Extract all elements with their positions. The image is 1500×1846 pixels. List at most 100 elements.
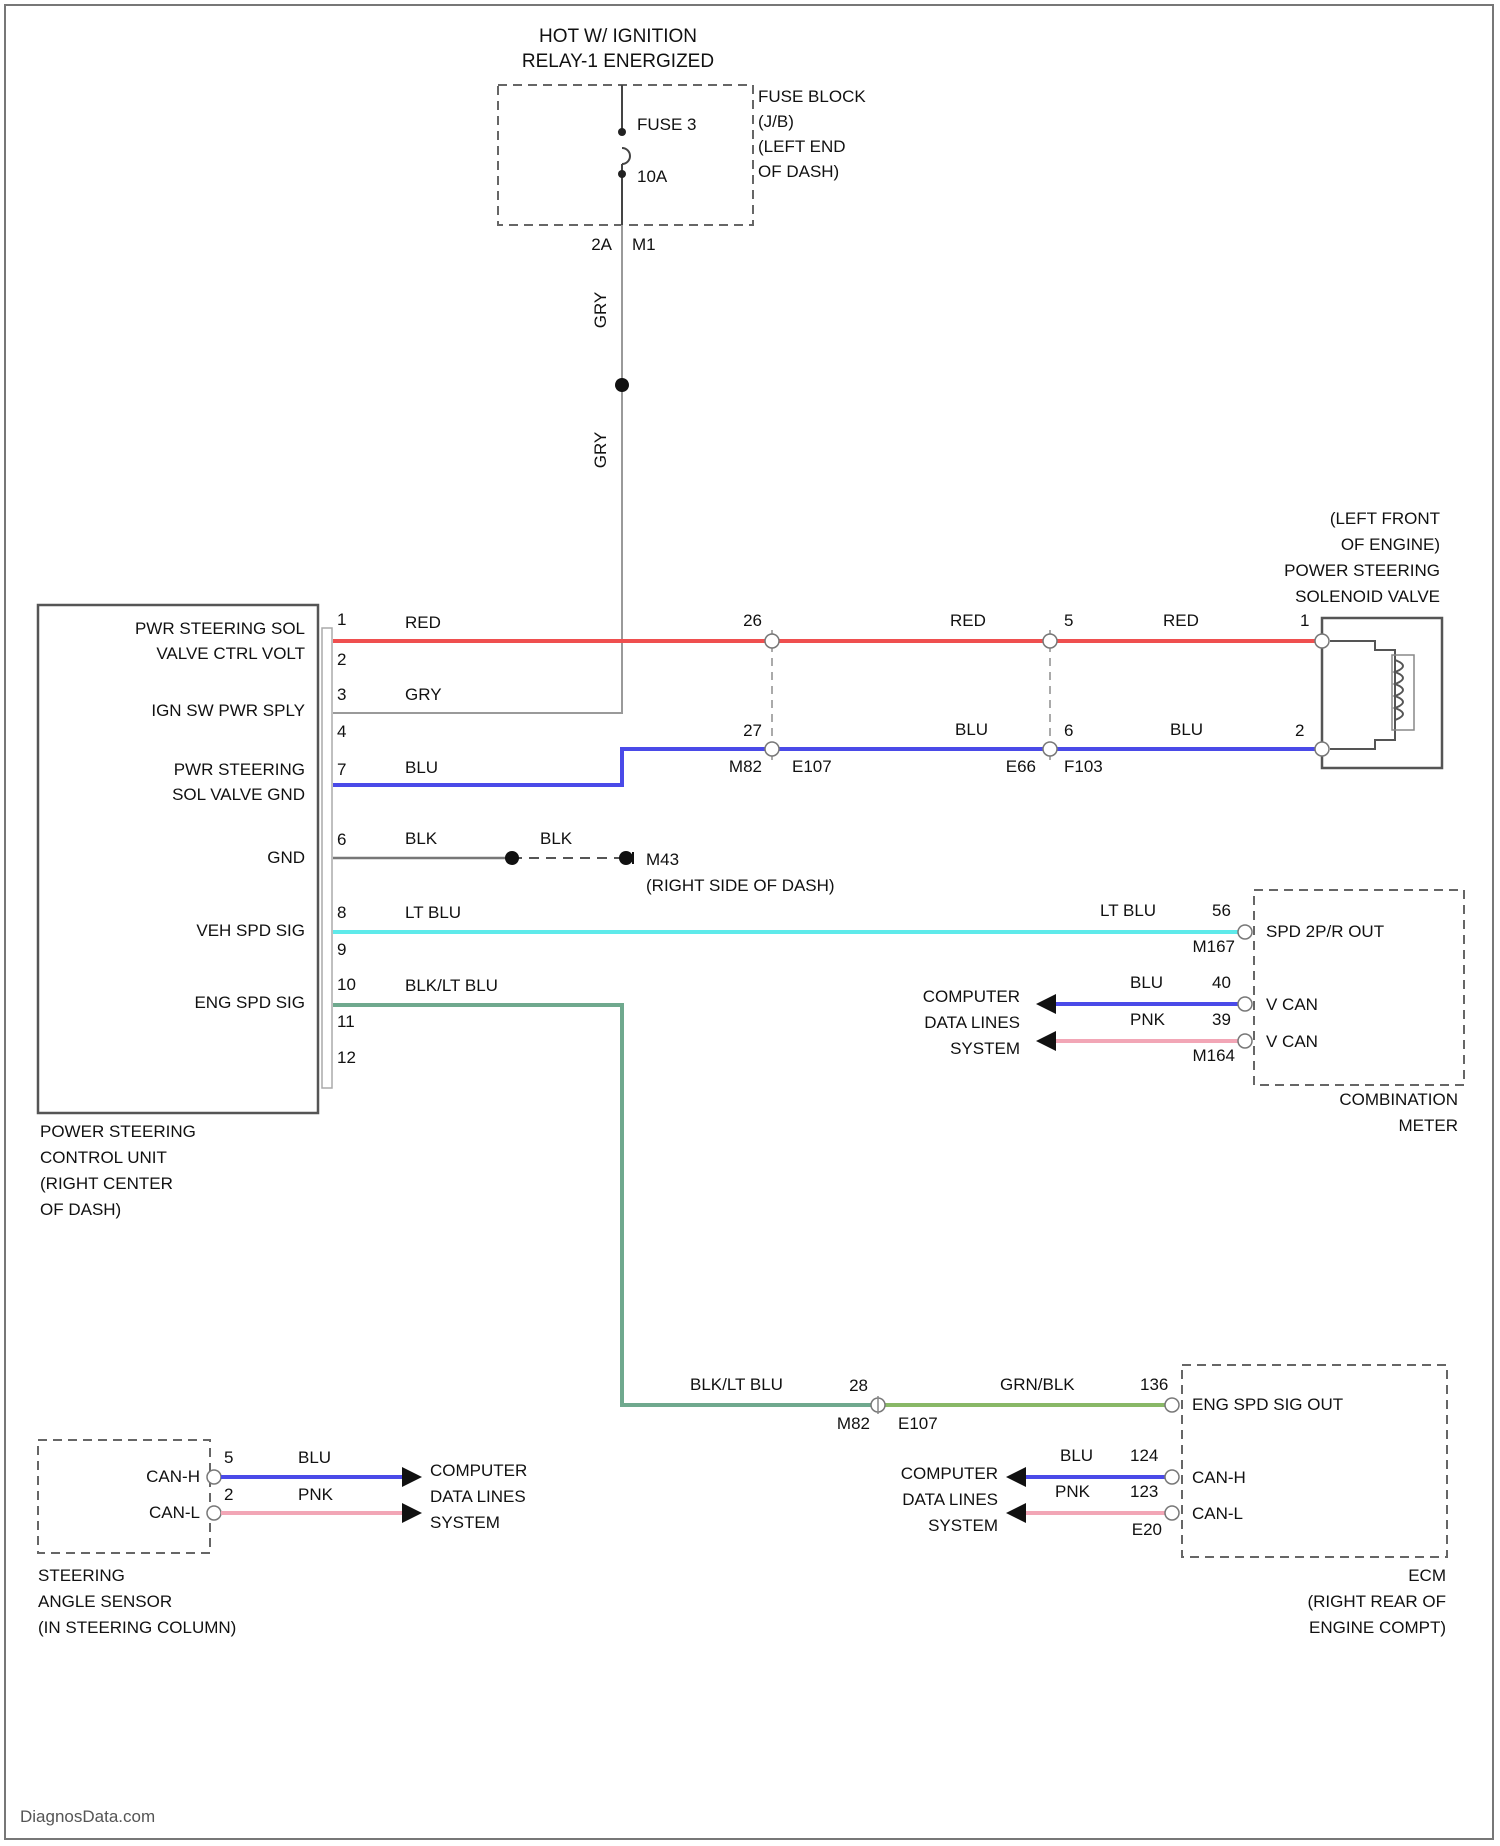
ecm-box [1182, 1365, 1447, 1557]
ecm-eng-spd-pin: 136 [1140, 1375, 1168, 1394]
blu-wire-label-3: BLU [1170, 720, 1203, 739]
fuse-block-label-2: (J/B) [758, 112, 794, 131]
fuse-name: FUSE 3 [637, 115, 697, 134]
sas-can-h-terminal [207, 1470, 221, 1484]
solenoid-coil-icon [1330, 641, 1414, 749]
blk-wire-label-2: BLK [540, 829, 573, 848]
meter-can-h-terminal [1238, 997, 1252, 1011]
connector-c-right-id: E107 [898, 1414, 938, 1433]
combination-meter-box [1254, 890, 1464, 1085]
red-wire-label-3: RED [1163, 611, 1199, 630]
connector-b-pin-red: 5 [1064, 611, 1073, 630]
ecm-can-h-pin: 124 [1130, 1446, 1158, 1465]
meter-spd-pin-label: SPD 2P/R OUT [1266, 922, 1384, 941]
ecm-can-l-wire-label: PNK [1055, 1482, 1091, 1501]
connector-c-left-id: M82 [837, 1414, 870, 1433]
solenoid-label-2: OF ENGINE) [1341, 535, 1440, 554]
gry-wire-label-upper: GRY [591, 292, 610, 329]
meter-data-lines-3: SYSTEM [950, 1039, 1020, 1058]
fuse-pin-out: 2A [591, 235, 612, 254]
sas-can-h-arrow-icon [402, 1467, 422, 1487]
meter-spd-pin: 56 [1212, 901, 1231, 920]
ecm-can-l-pin: 123 [1130, 1482, 1158, 1501]
connector-a-pin-blu: 27 [743, 721, 762, 740]
psc-pin-label-valve-gnd-2: SOL VALVE GND [172, 785, 305, 804]
meter-can-l-label: V CAN [1266, 1032, 1318, 1051]
red-wire-label-1: RED [405, 613, 441, 632]
blu-wire-label-2: BLU [955, 720, 988, 739]
sas-pin-l: 2 [224, 1485, 233, 1504]
blk-lt-blu-wire-label-2: BLK/LT BLU [690, 1375, 783, 1394]
inline-connector-b [1043, 630, 1057, 760]
psc-pin-12: 12 [337, 1048, 356, 1067]
meter-can-h-arrow-icon [1036, 994, 1056, 1014]
ecm-data-lines-1: COMPUTER [901, 1464, 998, 1483]
ecm-eng-spd-label: ENG SPD SIG OUT [1192, 1395, 1343, 1414]
red-wire-label-2: RED [950, 611, 986, 630]
solenoid-pin-1: 1 [1300, 611, 1309, 630]
solenoid-label-3: POWER STEERING [1284, 561, 1440, 580]
sas-can-h-label: CAN-H [146, 1467, 200, 1486]
ecm-can-l-label: CAN-L [1192, 1504, 1243, 1523]
ground-id: M43 [646, 850, 679, 869]
sas-can-l-terminal [207, 1506, 221, 1520]
psc-pin-4: 4 [337, 722, 346, 741]
fuse-rating: 10A [637, 167, 668, 186]
combination-meter-label-1: COMBINATION [1339, 1090, 1458, 1109]
psc-pin-label-valve-ctrl-2: VALVE CTRL VOLT [156, 644, 305, 663]
psc-unit-label-1: POWER STEERING [40, 1122, 196, 1141]
sas-label-3: (IN STEERING COLUMN) [38, 1618, 236, 1637]
connector-a-right-id: E107 [792, 757, 832, 776]
fuse-connector-out: M1 [632, 235, 656, 254]
solenoid-label-1: (LEFT FRONT [1330, 509, 1440, 528]
ecm-label-1: ECM [1408, 1566, 1446, 1585]
solenoid-label-4: SOLENOID VALVE [1295, 587, 1440, 606]
blk-lt-blu-wire-label-1: BLK/LT BLU [405, 976, 498, 995]
lt-blu-wire-label-1: LT BLU [405, 903, 461, 922]
meter-can-h-pin: 40 [1212, 973, 1231, 992]
sas-can-l-label: CAN-L [149, 1503, 200, 1522]
meter-spd-terminal [1238, 925, 1252, 939]
ecm-can-l-arrow-icon [1006, 1503, 1026, 1523]
lt-blu-wire-label-2: LT BLU [1100, 901, 1156, 920]
ecm-data-lines-2: DATA LINES [902, 1490, 998, 1509]
meter-can-h-label: V CAN [1266, 995, 1318, 1014]
psc-pin-label-veh-spd: VEH SPD SIG [196, 921, 305, 940]
psc-pin-9: 9 [337, 940, 346, 959]
ecm-can-h-terminal [1165, 1470, 1179, 1484]
connector-a-pin-red: 26 [743, 611, 762, 630]
ecm-can-l-terminal [1165, 1506, 1179, 1520]
psc-pin-11: 11 [337, 1012, 355, 1031]
meter-can-h-wire-label: BLU [1130, 973, 1163, 992]
inline-connector-a [765, 630, 779, 760]
solenoid-pin-2-terminal [1315, 742, 1329, 756]
ecm-can-h-wire-label: BLU [1060, 1446, 1093, 1465]
fuse-block-label-1: FUSE BLOCK [758, 87, 866, 106]
psc-pin-3: 3 [337, 685, 346, 704]
meter-can-l-wire-label: PNK [1130, 1010, 1166, 1029]
psc-unit-label-4: OF DASH) [40, 1200, 121, 1219]
psc-pin-label-valve-ctrl-1: PWR STEERING SOL [135, 619, 305, 638]
blk-lt-blu-wire [333, 1005, 878, 1405]
ground-location: (RIGHT SIDE OF DASH) [646, 876, 835, 895]
ecm-can-h-label: CAN-H [1192, 1468, 1246, 1487]
meter-can-l-terminal [1238, 1034, 1252, 1048]
ecm-eng-spd-terminal [1165, 1398, 1179, 1412]
fuse-3 [618, 85, 630, 225]
solenoid-pin-1-terminal [1315, 634, 1329, 648]
psc-pin-label-eng-spd: ENG SPD SIG [194, 993, 305, 1012]
sas-label-1: STEERING [38, 1566, 125, 1585]
power-source-line2: RELAY-1 ENERGIZED [522, 51, 714, 72]
ecm-data-lines-3: SYSTEM [928, 1516, 998, 1535]
fuse-block-label-3: (LEFT END [758, 137, 846, 156]
ecm-label-2: (RIGHT REAR OF [1307, 1592, 1446, 1611]
connector-a-left-id: M82 [729, 757, 762, 776]
sas-data-lines-3: SYSTEM [430, 1513, 500, 1532]
connector-b-pin-blu: 6 [1064, 721, 1073, 740]
psc-pin-10: 10 [337, 975, 356, 994]
inline-connector-c [871, 1396, 885, 1414]
sas-can-l-wire-label: PNK [298, 1485, 334, 1504]
solenoid-pin-2: 2 [1295, 721, 1304, 740]
psc-connector-strip [322, 628, 332, 1088]
grn-blk-wire-label: GRN/BLK [1000, 1375, 1075, 1394]
